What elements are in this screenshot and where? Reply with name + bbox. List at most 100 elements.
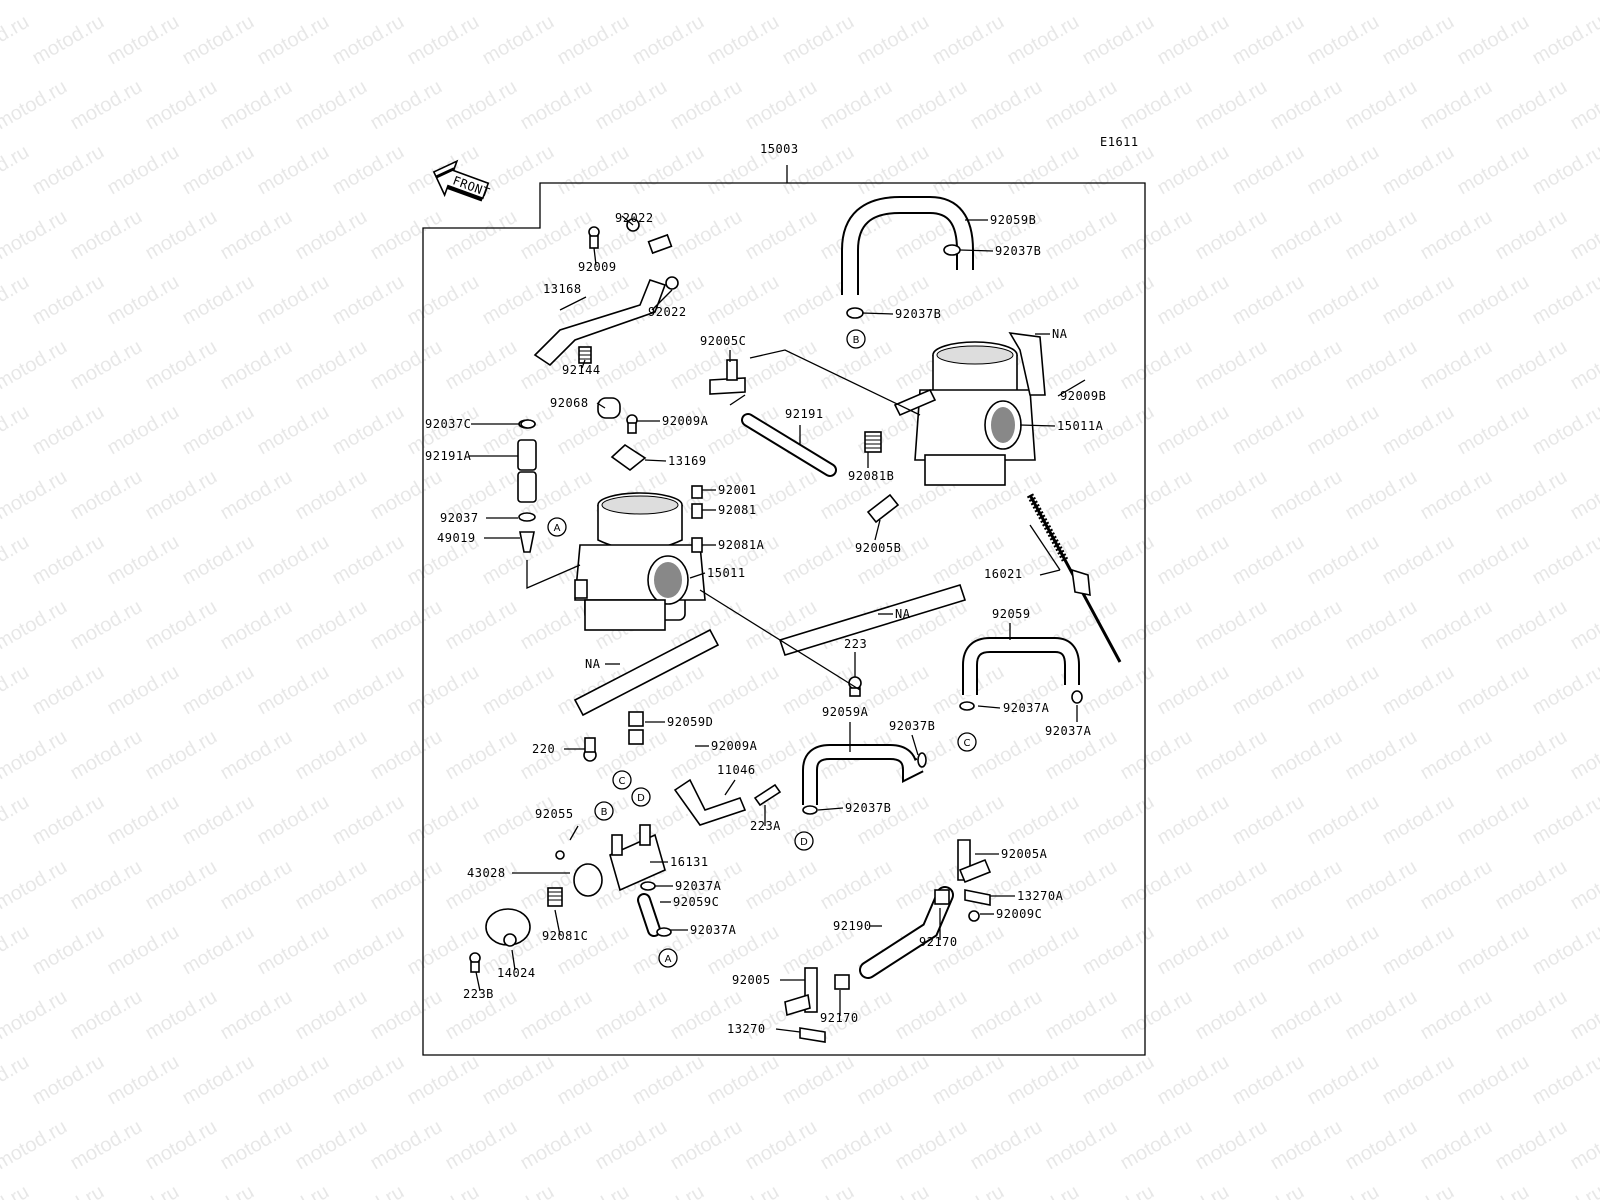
watermark-text: motod.ru — [667, 0, 746, 4]
callout-a: A — [547, 517, 567, 537]
watermark-text: motod.ru — [104, 921, 183, 980]
watermark-text: motod.ru — [704, 661, 783, 720]
watermark-text: motod.ru — [1529, 271, 1600, 330]
watermark-text: motod.ru — [179, 271, 258, 330]
part-label-92009b: 92009B — [1060, 389, 1106, 403]
svg-text:A: A — [665, 954, 672, 965]
watermark-text: motod.ru — [1304, 141, 1383, 200]
watermark-text: motod.ru — [1567, 206, 1600, 265]
svg-text:B: B — [853, 335, 860, 346]
watermark-text: motod.ru — [1304, 531, 1383, 590]
watermark-text: motod.ru — [1379, 1181, 1458, 1200]
watermark-text: motod.ru — [442, 856, 521, 915]
watermark-text: motod.ru — [254, 661, 333, 720]
watermark-text: motod.ru — [892, 986, 971, 1045]
watermark-text: motod.ru — [854, 531, 933, 590]
watermark-text: motod.ru — [67, 206, 146, 265]
watermark-text: motod.ru — [479, 1051, 558, 1110]
svg-text:D: D — [800, 837, 808, 848]
watermark-text: motod.ru — [1042, 986, 1121, 1045]
watermark-text: motod.ru — [1492, 76, 1571, 135]
leader-line — [1039, 569, 1061, 576]
watermark-text: motod.ru — [29, 11, 108, 70]
watermark-text: motod.ru — [0, 206, 71, 265]
watermark-text: motod.ru — [1229, 141, 1308, 200]
watermark-text: motod.ru — [517, 986, 596, 1045]
watermark-text: motod.ru — [704, 1181, 783, 1200]
watermark-text: motod.ru — [854, 791, 933, 850]
watermark-text: motod.ru — [1492, 466, 1571, 525]
watermark-text: motod.ru — [367, 0, 446, 4]
watermark-text: motod.ru — [404, 271, 483, 330]
watermark-text: motod.ru — [1567, 596, 1600, 655]
watermark-text: motod.ru — [1304, 921, 1383, 980]
watermark-text: motod.ru — [104, 791, 183, 850]
watermark-text: motod.ru — [1304, 791, 1383, 850]
part-label-92022: 92022 — [648, 305, 687, 319]
watermark-text: motod.ru — [1567, 1116, 1600, 1175]
part-label-92081b: 92081B — [848, 469, 894, 483]
part-label-15003: 15003 — [760, 142, 799, 156]
watermark-text: motod.ru — [1117, 986, 1196, 1045]
watermark-text: motod.ru — [1004, 1181, 1083, 1200]
watermark-text: motod.ru — [1342, 336, 1421, 395]
watermark-text: motod.ru — [104, 141, 183, 200]
part-label-92001: 92001 — [718, 483, 757, 497]
watermark-text: motod.ru — [254, 531, 333, 590]
watermark-text: motod.ru — [1379, 141, 1458, 200]
watermark-text: motod.ru — [1529, 531, 1600, 590]
watermark-text: motod.ru — [1342, 596, 1421, 655]
watermark-text: motod.ru — [217, 0, 296, 4]
watermark-text: motod.ru — [854, 1051, 933, 1110]
watermark-text: motod.ru — [292, 986, 371, 1045]
part-label-16021: 16021 — [984, 567, 1023, 581]
watermark-text: motod.ru — [142, 856, 221, 915]
watermark-text: motod.ru — [254, 401, 333, 460]
watermark-text: motod.ru — [1192, 856, 1271, 915]
watermark-text: motod.ru — [1004, 11, 1083, 70]
watermark-text: motod.ru — [67, 76, 146, 135]
watermark-text: motod.ru — [742, 0, 821, 4]
watermark-text: motod.ru — [1079, 661, 1158, 720]
leader-line — [959, 249, 994, 252]
watermark-text: motod.ru — [592, 1116, 671, 1175]
part-label-14024: 14024 — [497, 966, 536, 980]
part-label-13168: 13168 — [543, 282, 582, 296]
watermark-text: motod.ru — [479, 661, 558, 720]
watermark-text: motod.ru — [517, 76, 596, 135]
watermark-text: motod.ru — [254, 921, 333, 980]
part-label-92009c: 92009C — [996, 907, 1042, 921]
watermark-text: motod.ru — [854, 1181, 933, 1200]
part-label-220: 220 — [532, 742, 555, 756]
watermark-text: motod.ru — [29, 1051, 108, 1110]
watermark-text: motod.ru — [0, 11, 33, 70]
watermark-text: motod.ru — [329, 141, 408, 200]
watermark-text: motod.ru — [292, 1116, 371, 1175]
watermark-text: motod.ru — [1529, 1181, 1600, 1200]
leader-line — [554, 909, 561, 936]
svg-text:D: D — [637, 793, 645, 804]
part-label-92144: 92144 — [562, 363, 601, 377]
part-label-13169: 13169 — [668, 454, 707, 468]
leader-line — [775, 1028, 801, 1033]
watermark-text: motod.ru — [292, 856, 371, 915]
watermark-text: motod.ru — [1267, 596, 1346, 655]
watermark-text: motod.ru — [0, 141, 33, 200]
part-label-16131: 16131 — [670, 855, 709, 869]
watermark-text: motod.ru — [1154, 141, 1233, 200]
watermark-text: motod.ru — [442, 336, 521, 395]
watermark-text: motod.ru — [1079, 531, 1158, 590]
watermark-text: motod.ru — [1417, 76, 1496, 135]
watermark-text: motod.ru — [329, 661, 408, 720]
watermark-text: motod.ru — [1417, 206, 1496, 265]
watermark-text: motod.ru — [1454, 661, 1533, 720]
watermark-text: motod.ru — [629, 1051, 708, 1110]
watermark-text: motod.ru — [479, 271, 558, 330]
watermark-text: motod.ru — [1492, 726, 1571, 785]
watermark-text: motod.ru — [667, 1116, 746, 1175]
part-label-13270a: 13270A — [1017, 889, 1064, 903]
watermark-text: motod.ru — [367, 726, 446, 785]
watermark-text: motod.ru — [1117, 596, 1196, 655]
watermark-text: motod.ru — [67, 1116, 146, 1175]
watermark-text: motod.ru — [1229, 661, 1308, 720]
